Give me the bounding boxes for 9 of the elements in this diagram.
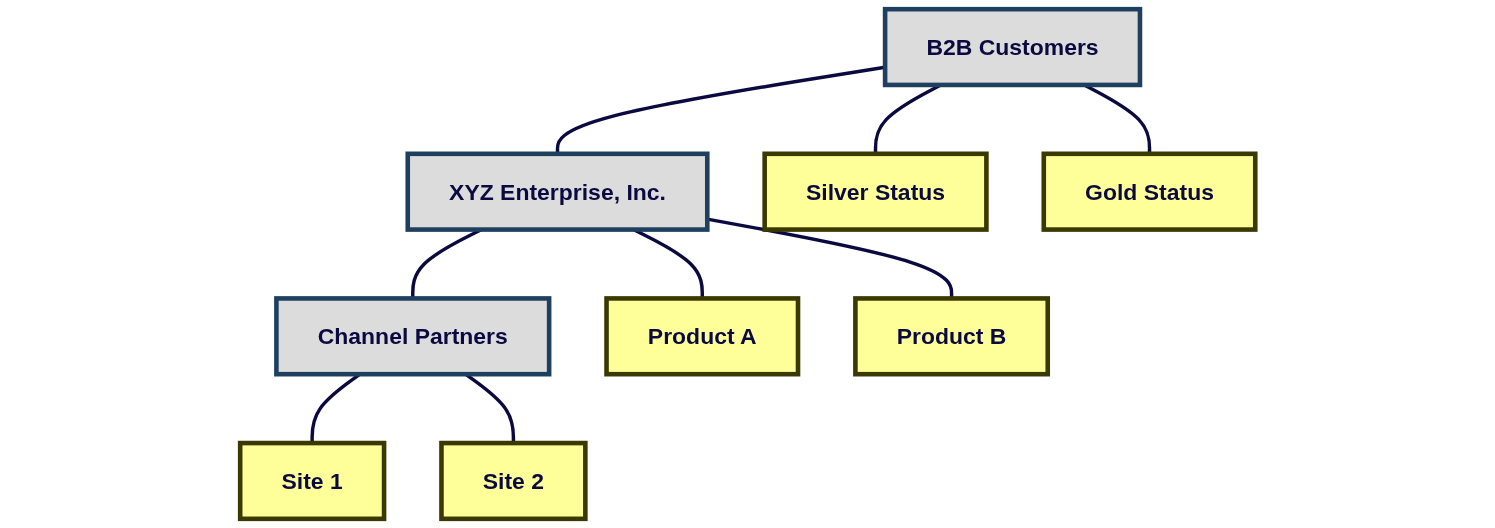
node-box: Site 2 — [438, 440, 588, 522]
node-box: XYZ Enterprise, Inc. — [405, 151, 710, 232]
node-box: Silver Status — [762, 151, 989, 232]
node-box: Product B — [852, 296, 1050, 377]
node-box: B2B Customers — [882, 6, 1143, 88]
node-box: Product A — [604, 296, 801, 377]
node-box: Channel Partners — [273, 296, 552, 377]
node-box: Gold Status — [1041, 151, 1258, 232]
node-box: Site 1 — [237, 440, 387, 522]
